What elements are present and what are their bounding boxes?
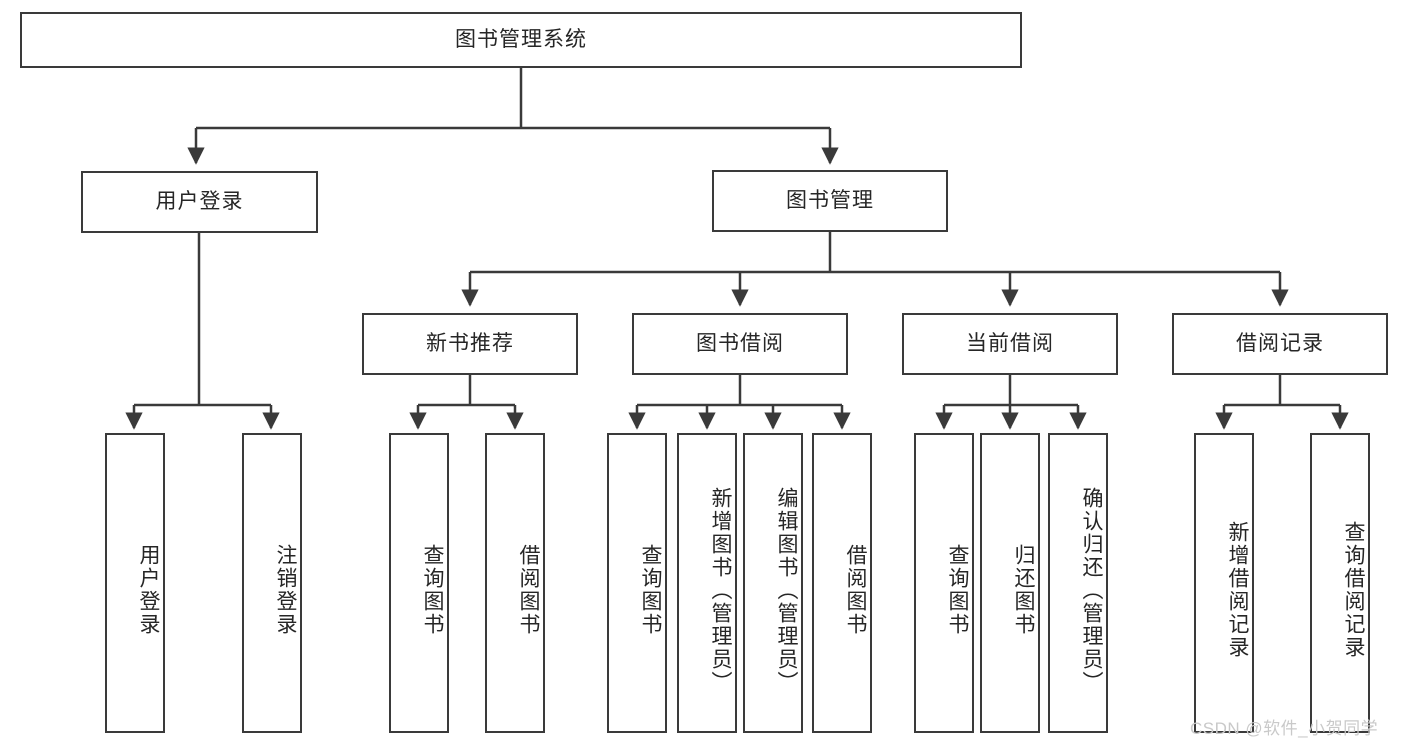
node-leaf-add-book[interactable]: 新增图书（管理员）	[677, 433, 737, 733]
node-leaf-query-book-recommend[interactable]: 查询图书	[389, 433, 449, 733]
node-label: 图书管理系统	[455, 28, 587, 52]
node-leaf-borrow-book[interactable]: 借阅图书	[812, 433, 872, 733]
node-label: 用户登录	[155, 190, 244, 214]
node-label: 查询图书	[421, 544, 444, 636]
node-leaf-return-book[interactable]: 归还图书	[980, 433, 1040, 733]
node-label: 借阅图书	[844, 544, 867, 636]
node-borrow-record[interactable]: 借阅记录	[1172, 313, 1388, 375]
node-label: 归还图书	[1012, 544, 1035, 636]
node-leaf-add-record[interactable]: 新增借阅记录	[1194, 433, 1254, 733]
node-current-borrow[interactable]: 当前借阅	[902, 313, 1118, 375]
node-label: 查询图书	[639, 544, 662, 636]
node-label: 查询借阅记录	[1342, 521, 1365, 659]
node-leaf-query-record[interactable]: 查询借阅记录	[1310, 433, 1370, 733]
node-label: 借阅记录	[1236, 332, 1324, 356]
node-book-manage[interactable]: 图书管理	[712, 170, 948, 232]
node-label: 图书借阅	[696, 332, 784, 356]
node-label: 编辑图书（管理员）	[775, 486, 798, 694]
node-book-borrow[interactable]: 图书借阅	[632, 313, 848, 375]
node-leaf-user-login[interactable]: 用户登录	[105, 433, 165, 733]
node-leaf-borrow-book-recommend[interactable]: 借阅图书	[485, 433, 545, 733]
node-leaf-logout-login[interactable]: 注销登录	[242, 433, 302, 733]
node-new-book-recommend[interactable]: 新书推荐	[362, 313, 578, 375]
node-leaf-confirm-return[interactable]: 确认归还（管理员）	[1048, 433, 1108, 733]
node-label: 确认归还（管理员）	[1080, 486, 1103, 694]
node-leaf-edit-book[interactable]: 编辑图书（管理员）	[743, 433, 803, 733]
csdn-watermark: CSDN @软件_小贺同学	[1190, 719, 1379, 738]
node-label: 新书推荐	[426, 332, 514, 356]
node-label: 用户登录	[137, 544, 160, 636]
node-user-login[interactable]: 用户登录	[81, 171, 318, 233]
node-label: 借阅图书	[517, 544, 540, 636]
node-label: 注销登录	[274, 544, 297, 636]
node-leaf-query-book-borrow[interactable]: 查询图书	[607, 433, 667, 733]
node-label: 新增图书（管理员）	[709, 486, 732, 694]
node-label: 查询图书	[946, 544, 969, 636]
node-label: 新增借阅记录	[1226, 521, 1249, 659]
node-label: 图书管理	[786, 189, 874, 213]
node-label: 当前借阅	[966, 332, 1054, 356]
node-root-title[interactable]: 图书管理系统	[20, 12, 1022, 68]
node-leaf-query-book-current[interactable]: 查询图书	[914, 433, 974, 733]
